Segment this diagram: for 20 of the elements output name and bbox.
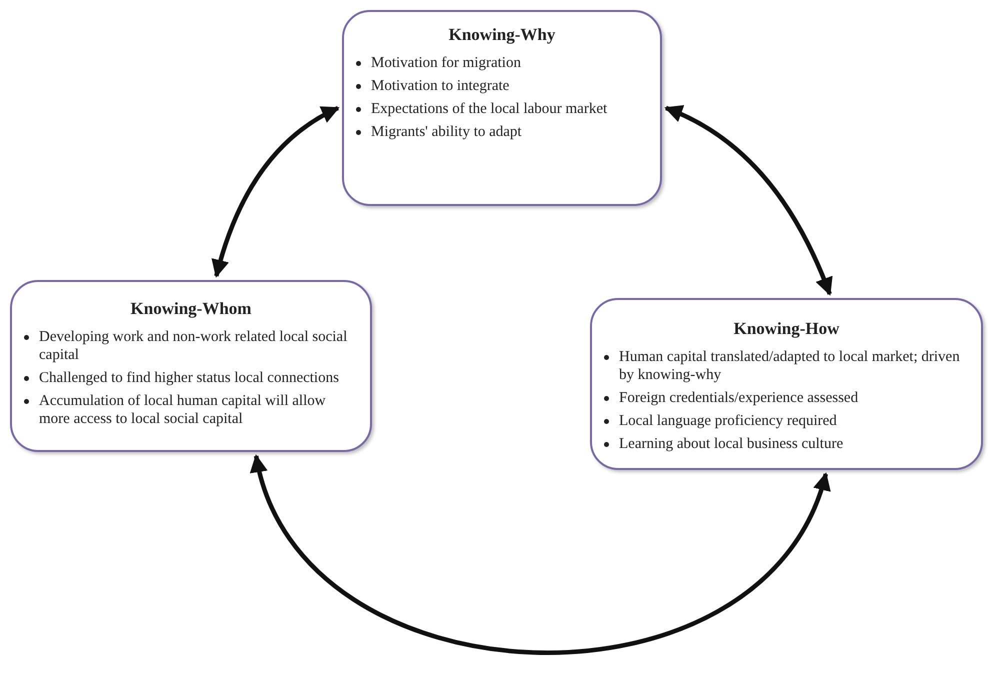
bullet-item: Human capital translated/adapted to local market; driven by knowing-why	[619, 348, 961, 384]
bullet-item: Foreign credentials/experience assessed	[619, 388, 858, 406]
box-title: Knowing-Whom	[130, 298, 252, 320]
curved-arrow	[664, 106, 832, 296]
rounded-box	[342, 10, 662, 206]
box-title: Knowing-Why	[448, 24, 556, 46]
rounded-box	[590, 298, 983, 470]
rounded-box	[10, 280, 372, 452]
bullet-item: Motivation for migration	[371, 54, 521, 72]
bullet-item: Developing work and non-work related local social capital	[39, 328, 348, 364]
bullet-item: Local language proficiency required	[619, 412, 837, 430]
bullet-item: Learning about local business culture	[619, 434, 844, 452]
curved-arrow	[212, 106, 340, 278]
bullet-item: Challenged to find higher status local connections	[39, 368, 339, 386]
box-title: Knowing-How	[734, 318, 840, 340]
bullet-item: Accumulation of local human capital will allow more access to local social capital	[39, 392, 327, 428]
bullet-item: Expectations of the local labour market	[371, 100, 608, 118]
bullet-item: Motivation to integrate	[371, 76, 510, 94]
bullet-item: Migrants' ability to adapt	[371, 122, 522, 140]
curved-arrow	[252, 454, 828, 654]
